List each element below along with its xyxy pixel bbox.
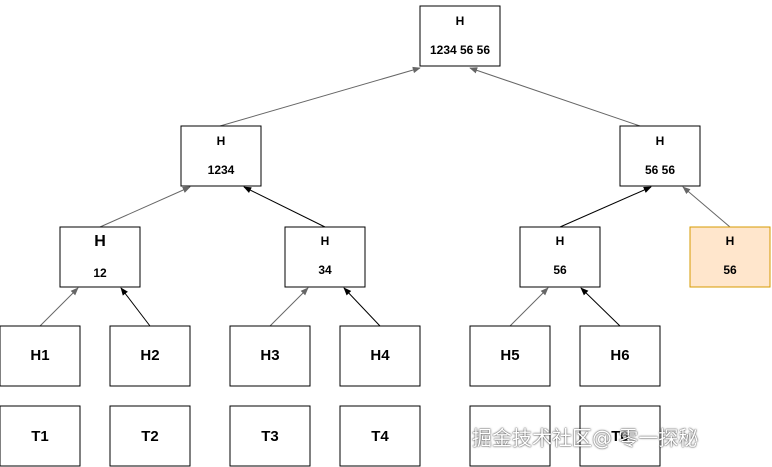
hash-node-56-title: H	[556, 234, 565, 248]
leaf-hash-h2-label: H2	[140, 347, 159, 364]
root-node: H 1234 56 56	[419, 5, 501, 67]
leaf-hash-h4: H4	[339, 325, 421, 387]
hash-node-34: H 34	[284, 226, 366, 288]
root-node-title: H	[456, 14, 465, 28]
edge-56b-l1right	[682, 186, 731, 228]
transaction-t6-label: T6	[611, 428, 629, 445]
leaf-hash-h6-label: H6	[610, 347, 629, 364]
leaf-hash-h3: H3	[229, 325, 311, 387]
hash-node-56-value: 56	[553, 263, 567, 277]
leaf-hash-h1-label: H1	[30, 347, 49, 364]
leaf-hash-h1: H1	[0, 325, 81, 387]
leaf-hash-h3-label: H3	[260, 347, 279, 364]
edges	[39, 66, 731, 327]
hash-node-12: H 12	[59, 226, 141, 288]
edge-h6-56a	[580, 287, 621, 327]
hash-node-34-value: 34	[318, 263, 332, 277]
leaf-hash-h5: H5	[469, 325, 551, 387]
hash-node-56-duplicate: H 56	[689, 226, 771, 288]
transaction-t4-label: T4	[371, 428, 389, 445]
hash-node-5656: H 56 56	[619, 125, 701, 187]
hash-node-5656-value: 56 56	[645, 163, 675, 177]
edge-h4-34	[343, 287, 381, 327]
transaction-t4: T4	[339, 405, 421, 467]
edge-l1left-root	[219, 66, 421, 127]
hash-node-56-duplicate-value: 56	[723, 263, 737, 277]
edge-12-l1left	[99, 186, 191, 228]
watermark: 掘金技术社区@ 零一探秘	[472, 426, 699, 450]
transaction-t1: T1	[0, 405, 81, 467]
hash-node-12-title: H	[94, 233, 106, 250]
transaction-t6: T6	[579, 405, 661, 467]
hash-node-56-duplicate-title: H	[726, 234, 735, 248]
hash-node-1234-title: H	[217, 134, 226, 148]
hash-node-56: H 56	[519, 226, 601, 288]
hash-node-34-title: H	[321, 234, 330, 248]
leaf-hash-h2: H2	[109, 325, 191, 387]
transaction-t2: T2	[109, 405, 191, 467]
transaction-t1-label: T1	[31, 428, 49, 445]
leaf-hash-h5-label: H5	[500, 347, 519, 364]
hash-node-12-value: 12	[93, 266, 107, 280]
hash-node-5656-title: H	[656, 134, 665, 148]
transaction-t3-label: T3	[261, 428, 279, 445]
edge-34-l1left	[243, 186, 326, 228]
leaf-hash-h4-label: H4	[370, 347, 390, 364]
edge-56a-l1right	[559, 186, 652, 228]
hash-node-1234-value: 1234	[208, 163, 235, 177]
transaction-t5	[469, 405, 551, 467]
hash-node-1234: H 1234	[180, 125, 262, 187]
edge-h3-34	[269, 287, 309, 327]
leaf-hash-h6: H6	[579, 325, 661, 387]
edge-h1-12	[39, 287, 79, 327]
transaction-t3: T3	[229, 405, 311, 467]
edge-h5-56a	[509, 287, 549, 327]
edge-l1right-root	[469, 67, 641, 127]
edge-h2-12	[120, 287, 151, 327]
root-node-value: 1234 56 56	[430, 43, 490, 57]
transaction-t2-label: T2	[141, 428, 159, 445]
